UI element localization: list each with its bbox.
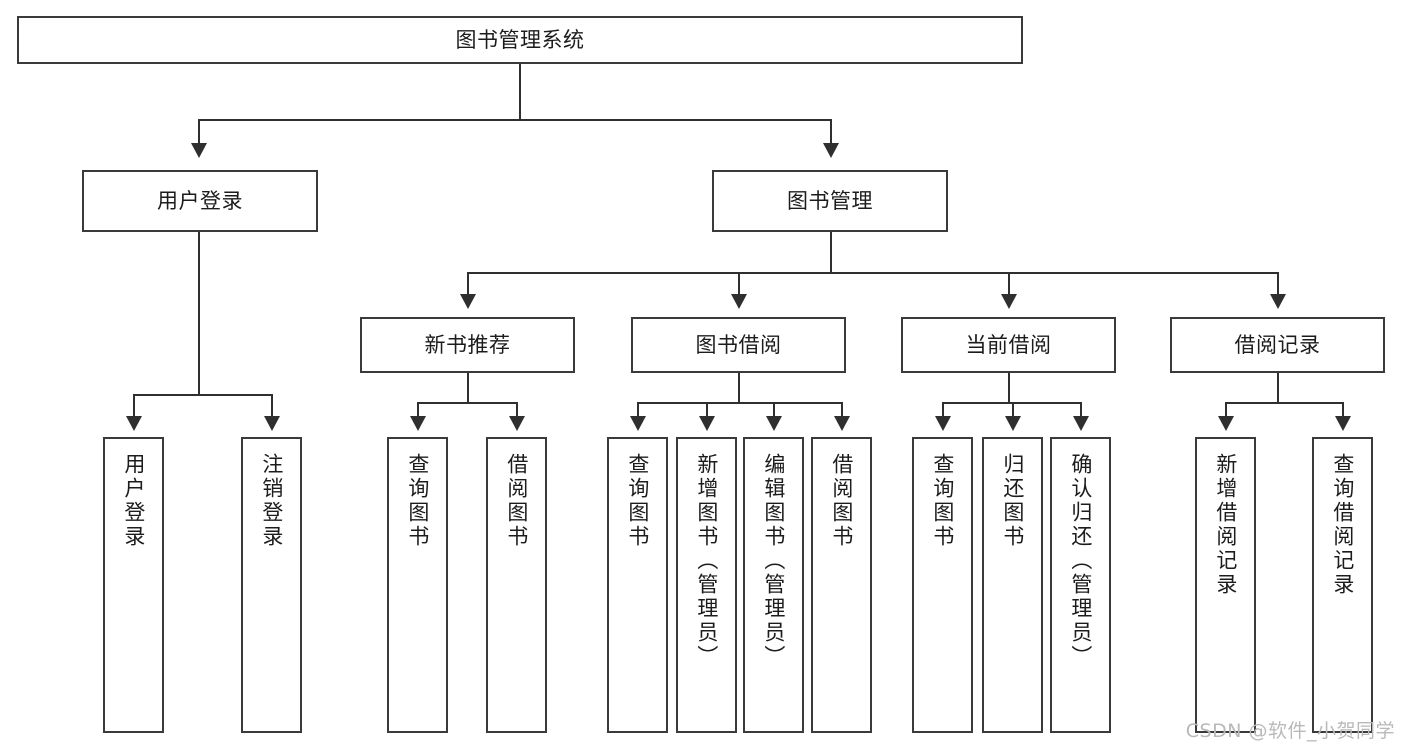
leaf-label: 新增图书（管理员） (694, 453, 719, 669)
arrow-to-borrowrecord-leaf-1 (1218, 416, 1234, 431)
leaf-logout[interactable]: 注销登录 (241, 437, 302, 733)
node-borrow-record[interactable]: 借阅记录 (1170, 317, 1385, 373)
leaf-bookborrow-query-book[interactable]: 查询图书 (607, 437, 668, 733)
watermark: CSDN @软件_小贺同学 (1185, 720, 1395, 742)
connector-borrowrecord-bar (1225, 402, 1344, 404)
leaf-label: 用户登录 (121, 453, 146, 549)
connector-currentborrow-drop-3 (1080, 402, 1082, 417)
connector-borrowrecord-drop-1 (1225, 402, 1227, 417)
node-new-book-recommend[interactable]: 新书推荐 (360, 317, 575, 373)
arrow-to-newbook-leaf-2 (509, 416, 525, 431)
leaf-borrowrecord-add-record[interactable]: 新增借阅记录 (1195, 437, 1256, 733)
leaf-label: 编辑图书（管理员） (761, 453, 786, 669)
connector-bookborrow-drop-3 (773, 402, 775, 417)
arrow-to-bookborrow-leaf-3 (766, 416, 782, 431)
connector-newbook-drop-1 (417, 402, 419, 417)
connector-newbook-drop-2 (516, 402, 518, 417)
connector-userlogin-bar (133, 394, 273, 396)
arrow-to-leaf-user-login (126, 416, 142, 431)
leaf-bookborrow-borrow-book[interactable]: 借阅图书 (811, 437, 872, 733)
connector-userlogin-drop-2 (271, 394, 273, 417)
arrow-to-currentborrow-leaf-2 (1005, 416, 1021, 431)
arrow-to-new-book-rec (460, 294, 476, 309)
leaf-newbook-query-book[interactable]: 查询图书 (387, 437, 448, 733)
connector-bookborrow-drop-4 (841, 402, 843, 417)
leaf-label: 借阅图书 (829, 453, 854, 549)
arrow-to-bookborrow-leaf-1 (630, 416, 646, 431)
arrow-to-borrow-record (1270, 294, 1286, 309)
connector-bookborrow-drop-2 (706, 402, 708, 417)
connector-newbook-bar (417, 402, 518, 404)
leaf-currentborrow-confirm-return-admin[interactable]: 确认归还（管理员） (1050, 437, 1111, 733)
arrow-to-currentborrow-leaf-3 (1073, 416, 1089, 431)
connector-bookmanage-drop-3 (1008, 272, 1010, 295)
node-label: 新书推荐 (424, 332, 511, 357)
leaf-label: 查询图书 (930, 453, 955, 549)
arrow-to-current-borrow (1001, 294, 1017, 309)
leaf-user-login[interactable]: 用户登录 (103, 437, 164, 733)
arrow-to-leaf-logout (264, 416, 280, 431)
node-book-borrow[interactable]: 图书借阅 (631, 317, 846, 373)
connector-bookmanage-drop-2 (738, 272, 740, 295)
leaf-label: 注销登录 (259, 453, 284, 549)
connector-root-drop-left (198, 119, 200, 145)
arrow-to-bookborrow-leaf-2 (699, 416, 715, 431)
leaf-label: 查询图书 (405, 453, 430, 549)
connector-bookborrow-bar (637, 402, 843, 404)
node-label: 用户登录 (157, 188, 243, 213)
leaf-bookborrow-edit-book-admin[interactable]: 编辑图书（管理员） (743, 437, 804, 733)
leaf-label: 确认归还（管理员） (1068, 453, 1093, 669)
leaf-label: 查询借阅记录 (1330, 453, 1355, 597)
arrow-to-book-borrow (731, 294, 747, 309)
node-book-management[interactable]: 图书管理 (712, 170, 948, 232)
node-label: 图书管理 (787, 188, 873, 213)
leaf-bookborrow-add-book-admin[interactable]: 新增图书（管理员） (676, 437, 737, 733)
connector-bookmanage-stem (830, 232, 832, 273)
connector-root-drop-right (830, 119, 832, 145)
leaf-label: 新增借阅记录 (1213, 453, 1238, 597)
connector-borrowrecord-stem (1277, 373, 1279, 403)
connector-bookmanage-bar (467, 272, 1279, 274)
connector-currentborrow-drop-2 (1012, 402, 1014, 417)
arrow-to-book-manage (823, 143, 839, 158)
connector-newbook-stem (467, 373, 469, 403)
arrow-to-bookborrow-leaf-4 (834, 416, 850, 431)
connector-userlogin-stem (198, 232, 200, 395)
arrow-to-currentborrow-leaf-1 (935, 416, 951, 431)
connector-borrowrecord-drop-2 (1342, 402, 1344, 417)
connector-root-bar (198, 119, 832, 121)
connector-userlogin-drop-1 (133, 394, 135, 417)
leaf-currentborrow-query-book[interactable]: 查询图书 (912, 437, 973, 733)
node-label: 图书借阅 (695, 332, 782, 357)
connector-bookmanage-drop-4 (1277, 272, 1279, 295)
node-root-book-management-system[interactable]: 图书管理系统 (17, 16, 1023, 64)
node-label: 图书管理系统 (455, 27, 585, 52)
leaf-borrowrecord-query-record[interactable]: 查询借阅记录 (1312, 437, 1373, 733)
arrow-to-user-login (191, 143, 207, 158)
node-current-borrow[interactable]: 当前借阅 (901, 317, 1116, 373)
node-label: 借阅记录 (1234, 332, 1321, 357)
connector-bookmanage-drop-1 (467, 272, 469, 295)
leaf-label: 查询图书 (625, 453, 650, 549)
node-label: 当前借阅 (965, 332, 1052, 357)
connector-currentborrow-drop-1 (942, 402, 944, 417)
leaf-label: 归还图书 (1000, 453, 1025, 549)
connector-currentborrow-stem (1008, 373, 1010, 403)
connector-bookborrow-drop-1 (637, 402, 639, 417)
connector-bookborrow-stem (738, 373, 740, 403)
connector-root-stem (519, 64, 521, 120)
leaf-label: 借阅图书 (504, 453, 529, 549)
leaf-currentborrow-return-book[interactable]: 归还图书 (982, 437, 1043, 733)
leaf-newbook-borrow-book[interactable]: 借阅图书 (486, 437, 547, 733)
arrow-to-newbook-leaf-1 (410, 416, 426, 431)
arrow-to-borrowrecord-leaf-2 (1335, 416, 1351, 431)
node-user-login[interactable]: 用户登录 (82, 170, 318, 232)
